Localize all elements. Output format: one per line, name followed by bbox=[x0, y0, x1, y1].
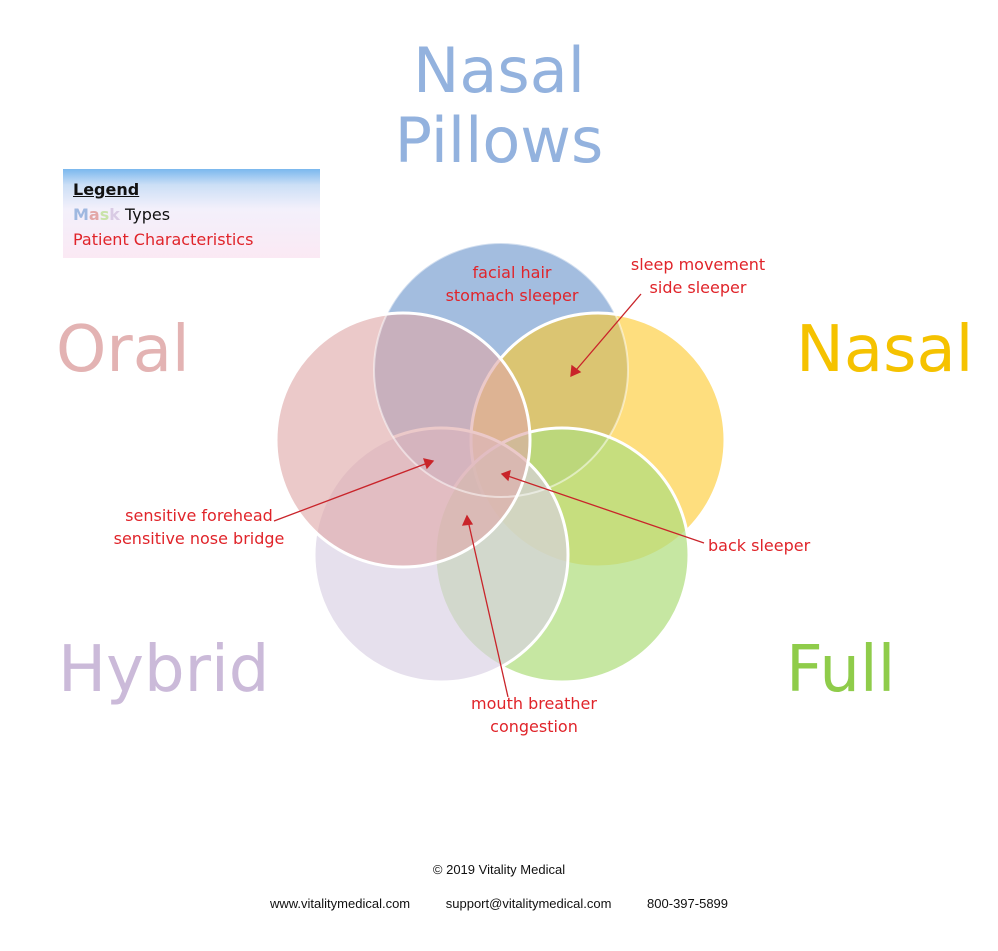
arrowhead-hybrid bbox=[461, 514, 474, 526]
annotation-nasal-pillows: facial hair stomach sleeper bbox=[412, 261, 612, 307]
legend-types-word: Types bbox=[124, 205, 171, 224]
legend-mask-types: Mask Types bbox=[73, 202, 310, 227]
legend-mask-letter-a: a bbox=[88, 205, 100, 224]
annotation-full: back sleeper bbox=[708, 534, 810, 557]
footer-website-link[interactable]: www.vitalitymedical.com bbox=[269, 896, 411, 911]
legend-mask-letter-m: M bbox=[73, 205, 89, 224]
arrow-oral bbox=[273, 460, 434, 522]
circle-nasal-pillows-outline bbox=[373, 242, 629, 498]
footer-copyright: © 2019 Vitality Medical bbox=[432, 862, 566, 877]
mask-label-full-text: Full bbox=[786, 633, 896, 707]
arrowhead-nasal bbox=[570, 364, 582, 378]
footer-contact: www.vitalitymedical.com support@vitality… bbox=[0, 896, 998, 911]
mask-label-full: Full bbox=[786, 638, 895, 702]
mask-label-nasal-pillows-line2: Pillows bbox=[394, 104, 604, 177]
annotation-oral-line2: sensitive nose bridge bbox=[113, 529, 285, 548]
annotation-oral-line1: sensitive forehead bbox=[125, 506, 273, 525]
annotation-hybrid: mouth breather congestion bbox=[434, 692, 634, 738]
annotation-nasal-pillows-line2: stomach sleeper bbox=[445, 286, 579, 305]
arrow-full bbox=[501, 473, 705, 544]
mask-label-nasal-pillows: Nasal Pillows bbox=[0, 40, 998, 172]
mask-label-nasal-text: Nasal bbox=[796, 313, 974, 387]
legend-box: Legend Mask Types Patient Characteristic… bbox=[63, 169, 320, 258]
mask-label-oral: Oral bbox=[56, 318, 190, 382]
annotation-oral: sensitive forehead sensitive nose bridge bbox=[94, 504, 304, 550]
mask-label-oral-text: Oral bbox=[56, 313, 190, 387]
annotation-hybrid-line1: mouth breather bbox=[471, 694, 597, 713]
mask-label-nasal: Nasal bbox=[796, 318, 973, 382]
mask-label-hybrid-text: Hybrid bbox=[58, 633, 270, 707]
legend-mask-letter-s: s bbox=[99, 205, 110, 224]
annotation-hybrid-line2: congestion bbox=[490, 717, 578, 736]
footer-phone: 800-397-5899 bbox=[647, 896, 729, 911]
legend-patient-characteristics: Patient Characteristics bbox=[73, 230, 254, 249]
arrow-hybrid bbox=[466, 515, 509, 698]
footer-email-link[interactable]: support@vitalitymedical.com bbox=[445, 896, 612, 911]
mask-label-hybrid: Hybrid bbox=[58, 638, 269, 702]
annotation-nasal-pillows-line1: facial hair bbox=[472, 263, 552, 282]
arrowhead-full bbox=[500, 469, 511, 482]
arrowhead-oral bbox=[423, 458, 435, 470]
arrow-nasal bbox=[570, 293, 642, 377]
annotation-nasal-line1: sleep movement bbox=[630, 255, 766, 274]
mask-label-nasal-pillows-line1: Nasal bbox=[413, 34, 585, 107]
legend-title: Legend bbox=[73, 180, 140, 199]
circle-oral bbox=[274, 311, 532, 569]
annotation-nasal-line2: side sleeper bbox=[649, 278, 747, 297]
legend-mask-letter-k: k bbox=[109, 205, 120, 224]
annotation-full-line1: back sleeper bbox=[708, 536, 811, 555]
annotation-nasal: sleep movement side sleeper bbox=[598, 253, 798, 299]
